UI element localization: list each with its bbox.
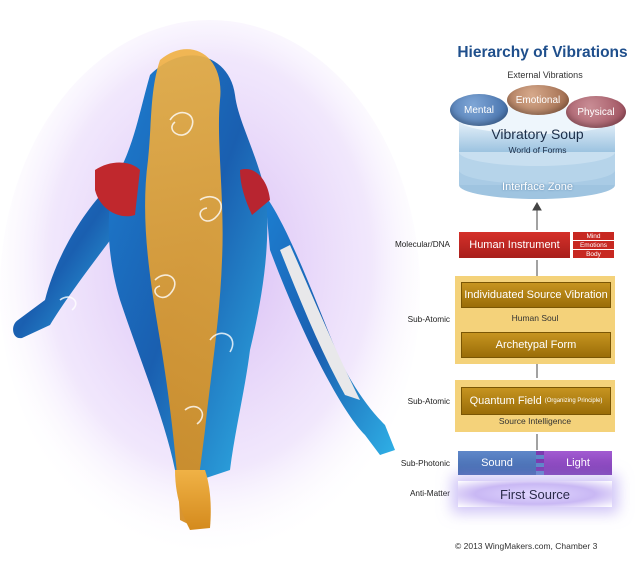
physical-ellipse: Physical (566, 96, 626, 128)
level-molecular: Molecular/DNA (394, 240, 450, 249)
interface-zone-label: Interface Zone (502, 181, 573, 193)
vibratory-soup-subtitle: World of Forms (508, 145, 567, 155)
external-vibrations-label: External Vibrations (507, 70, 583, 80)
first-source-box: First Source (458, 481, 612, 507)
light-box: Light (544, 451, 612, 475)
mind-tag: Mind (573, 232, 614, 240)
level-subatomic-2: Sub-Atomic (407, 397, 450, 406)
vibratory-soup-title: Vibratory Soup (491, 126, 584, 142)
human-figure-illustration (0, 20, 420, 560)
body-tag: Body (573, 250, 614, 258)
quantum-field-label: Quantum Field (469, 395, 542, 407)
level-subphotonic: Sub-Photonic (400, 459, 450, 468)
individuated-source-vibration-box: Individuated Source Vibration (461, 282, 611, 308)
diagram-title: Hierarchy of Vibrations (457, 44, 628, 61)
archetypal-form-box: Archetypal Form (461, 332, 611, 358)
sound-light-divider (536, 451, 544, 475)
human-soul-label: Human Soul (511, 313, 559, 323)
organizing-principle-note: (Organizing Principle) (544, 398, 603, 404)
sound-box: Sound (458, 451, 536, 475)
mental-ellipse: Mental (450, 94, 508, 126)
level-antimatter: Anti-Matter (409, 489, 450, 498)
source-intelligence-label: Source Intelligence (498, 416, 572, 426)
human-instrument-box: Human Instrument (459, 232, 570, 258)
emotions-tag: Emotions (573, 241, 614, 249)
copyright-text: © 2013 WingMakers.com, Chamber 3 (455, 541, 598, 551)
level-subatomic-1: Sub-Atomic (407, 315, 450, 324)
quantum-field-box: Quantum Field (Organizing Principle) (461, 387, 611, 415)
emotional-ellipse: Emotional (507, 85, 569, 115)
